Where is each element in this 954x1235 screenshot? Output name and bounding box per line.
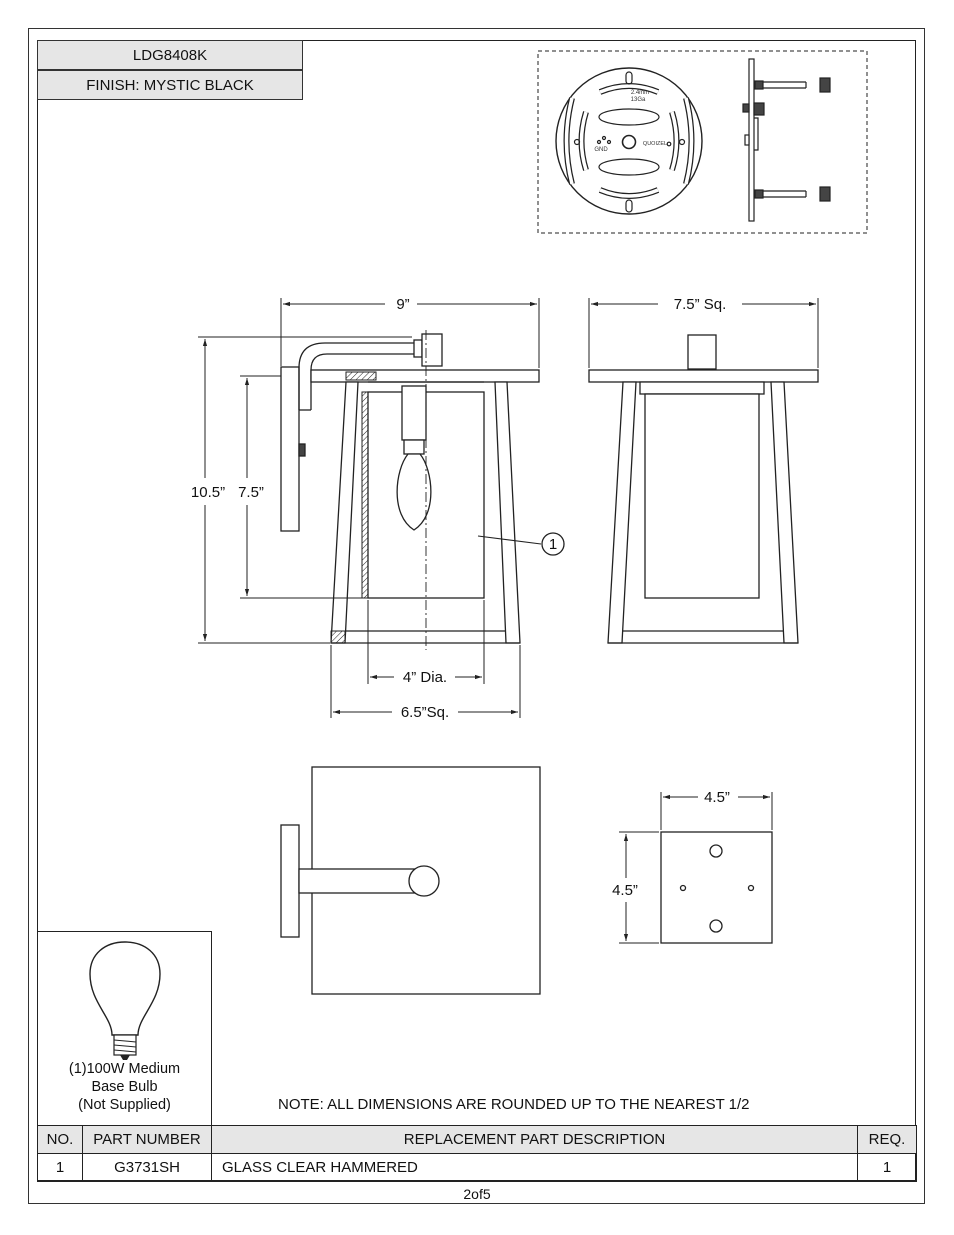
side-elevation-view: [280, 330, 565, 650]
dim-glass-diameter: 4” Dia.: [403, 669, 447, 686]
detail-dashed-box: [537, 50, 868, 234]
dim-backplate-height: 4.5”: [612, 882, 638, 899]
dimensions-note: NOTE: ALL DIMENSIONS ARE ROUNDED UP TO T…: [278, 1096, 750, 1113]
bulb-caption-line2: Base Bulb: [91, 1079, 158, 1095]
backplate-dimension-lines: [619, 792, 773, 944]
mounting-plate-circle: [555, 67, 703, 215]
bulb-icon: [89, 941, 161, 1060]
dim-glass-height: 7.5”: [238, 484, 264, 501]
parts-table-header: NO. PART NUMBER REPLACEMENT PART DESCRIP…: [37, 1125, 917, 1154]
plate-ga-label: 13Ga: [631, 97, 646, 103]
model-number: LDG8408K: [37, 40, 303, 70]
row-no: 1: [37, 1153, 83, 1182]
header-no: NO.: [37, 1125, 83, 1154]
dim-overall-height: 10.5”: [191, 484, 225, 501]
finish-label: FINISH: MYSTIC BLACK: [37, 70, 303, 100]
row-part-number: G3731SH: [82, 1153, 212, 1182]
plate-brand-label: QUOIZEL: [643, 141, 667, 147]
row-req: 1: [857, 1153, 917, 1182]
bulb-caption-line1: (1)100W Medium: [68, 1061, 181, 1077]
side-top-cap: [310, 369, 540, 383]
plate-side-view: [748, 58, 755, 222]
front-elevation-view: [588, 334, 819, 644]
front-glass: [644, 393, 760, 599]
mounting-plate-detail: [537, 50, 868, 234]
replacement-parts-table: NO. PART NUMBER REPLACEMENT PART DESCRIP…: [37, 1125, 917, 1182]
side-backplate: [280, 366, 300, 532]
drawing-sheet-border: [28, 28, 925, 1204]
dim-top-square: 7.5” Sq.: [674, 296, 727, 313]
plate-gnd-label: GND: [594, 147, 608, 153]
dim-overall-width: 9”: [396, 296, 409, 313]
bulb-caption-line3: (Not Supplied): [78, 1097, 171, 1113]
callout-number: 1: [549, 536, 557, 553]
header-req: REQ.: [857, 1125, 917, 1154]
side-dimension-lines: [198, 298, 540, 718]
callout-circle: [541, 532, 565, 556]
bulb-info-box: (1)100W Medium Base Bulb (Not Supplied): [37, 931, 212, 1126]
table-row: 1 G3731SH GLASS CLEAR HAMMERED 1: [37, 1153, 917, 1182]
header-part-number: PART NUMBER: [82, 1125, 212, 1154]
header-description: REPLACEMENT PART DESCRIPTION: [211, 1125, 858, 1154]
dim-backplate-width: 4.5”: [704, 789, 730, 806]
row-description: GLASS CLEAR HAMMERED: [211, 1153, 858, 1182]
dim-base-square: 6.5”Sq.: [401, 704, 449, 721]
front-dimension-lines: [588, 298, 819, 368]
page-number: 2of5: [463, 1186, 491, 1202]
backplate-view: [660, 831, 773, 944]
plate-gauge-label: 2.4mm: [631, 90, 649, 96]
bulb-caption: (1)100W Medium Base Bulb (Not Supplied): [38, 1060, 211, 1114]
top-plan-view: [280, 766, 541, 995]
